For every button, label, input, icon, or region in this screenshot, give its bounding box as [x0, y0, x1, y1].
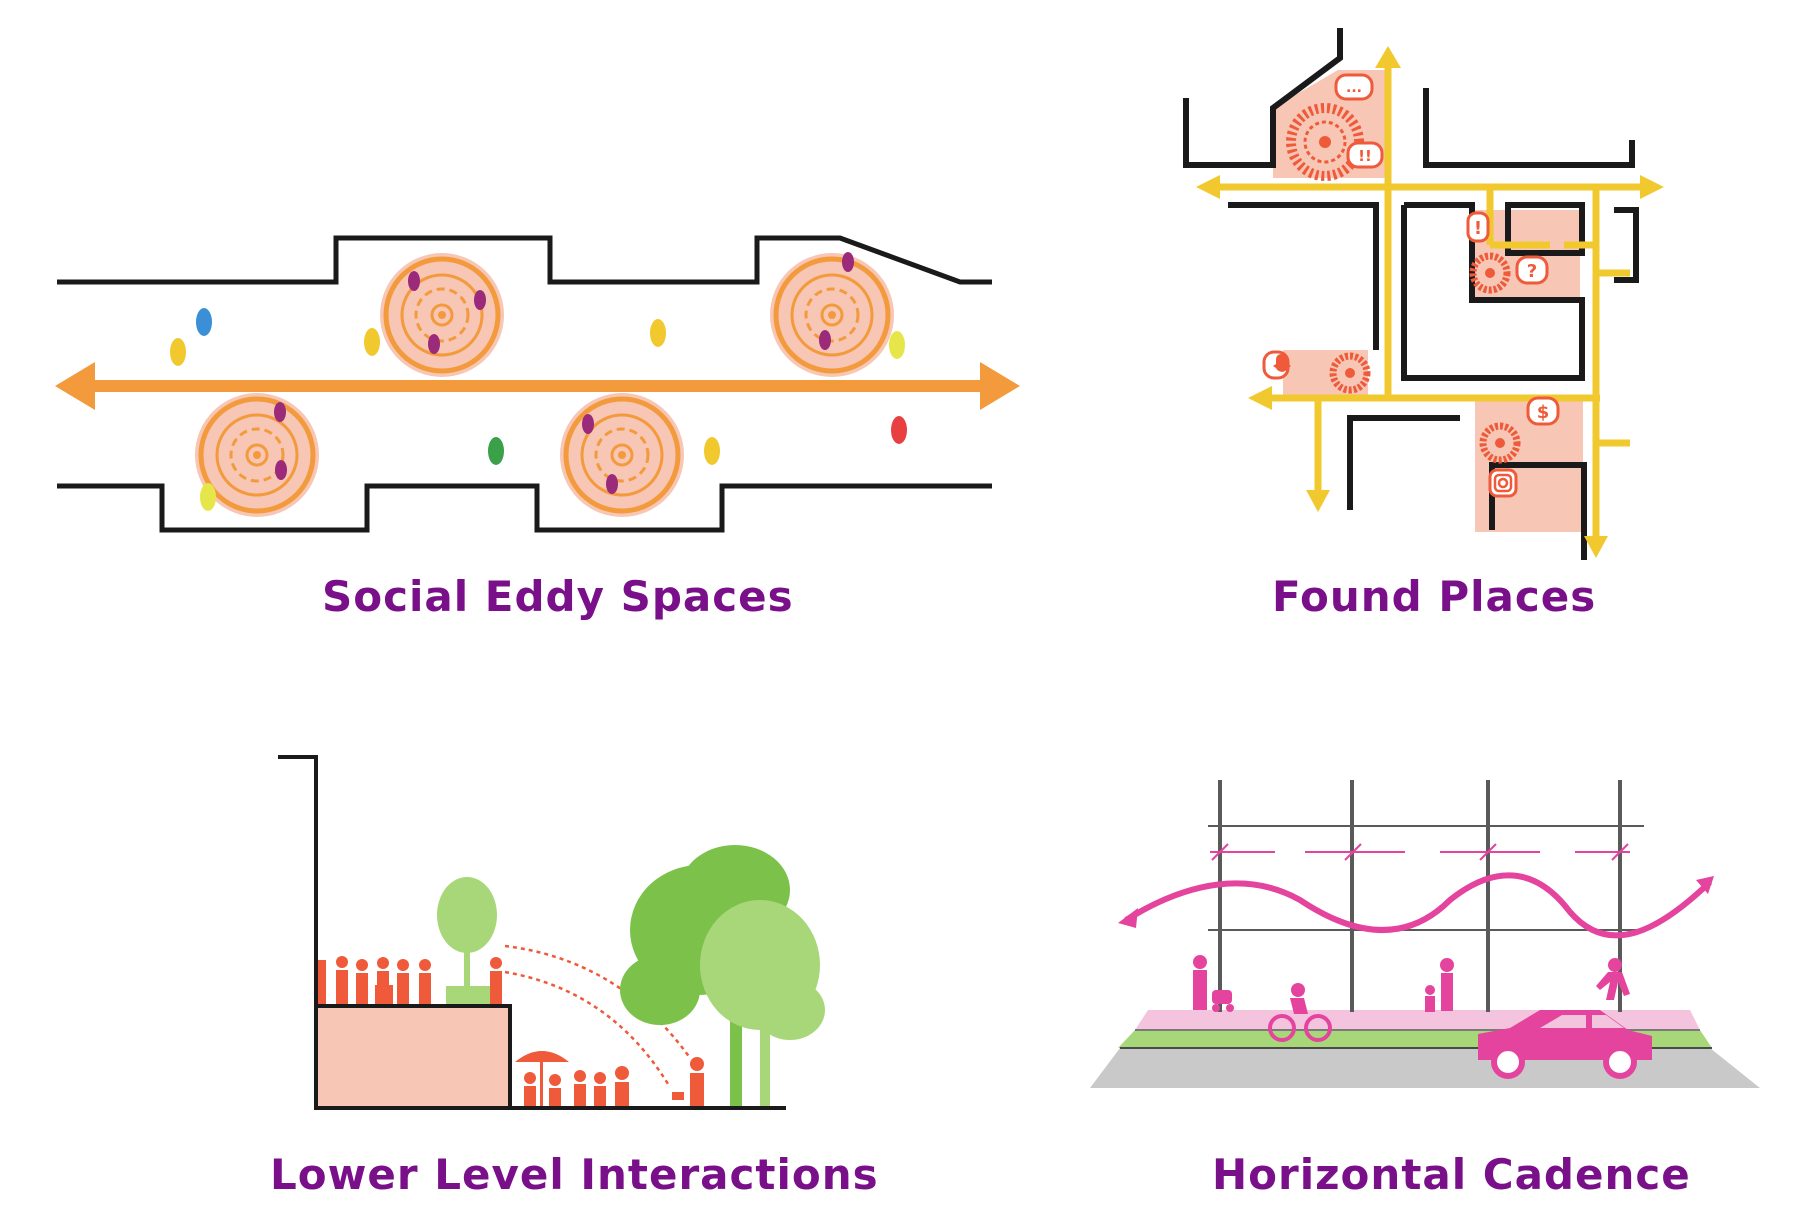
cadence-dashes — [1210, 843, 1630, 861]
building-outline — [278, 755, 786, 1110]
lower-level-block — [318, 1006, 510, 1106]
building-walls — [1183, 28, 1639, 560]
interaction-arrows — [504, 944, 692, 1085]
horizontal-cadence-panel: Horizontal Cadence — [1040, 700, 1800, 1220]
badge-labels: ... !! ! ? $ — [1346, 80, 1549, 423]
instagram-icon — [1493, 473, 1513, 493]
ground-umbrella — [515, 1051, 569, 1106]
eddy-1 — [380, 253, 504, 377]
horizontal-cadence-diagram — [1090, 780, 1760, 1088]
bottom-wall — [57, 483, 992, 533]
lower-level-diagram — [278, 755, 825, 1110]
eddy-4 — [560, 393, 684, 517]
svg-text:?: ? — [1527, 261, 1537, 282]
cyclist-icon — [1268, 983, 1332, 1042]
caption-horizontal-cadence: Horizontal Cadence — [1212, 1150, 1691, 1199]
eddy-3 — [195, 393, 319, 517]
wave-left-head — [1118, 908, 1138, 928]
person-markers — [170, 252, 907, 511]
path-arrowheads — [1196, 46, 1664, 558]
rooftop-people — [318, 956, 502, 1004]
top-wall — [57, 235, 992, 285]
svg-text:...: ... — [1346, 80, 1362, 96]
social-eddy-diagram — [55, 235, 1020, 533]
road-surface — [1090, 1048, 1760, 1088]
beams — [1208, 825, 1644, 931]
flow-arrow-right-head — [980, 362, 1020, 410]
flow-arrow-left-head — [55, 362, 95, 410]
wave-right-head — [1696, 876, 1714, 894]
car-icon — [1478, 1010, 1652, 1079]
svg-text:!: ! — [1474, 218, 1482, 239]
caption-found-places: Found Places — [1272, 572, 1597, 621]
lower-level-panel: Lower Level Interactions — [0, 700, 1040, 1220]
caption-lower-level-interactions: Lower Level Interactions — [270, 1150, 879, 1199]
svg-text:$: $ — [1537, 402, 1550, 423]
street-trees — [620, 845, 825, 1106]
social-eddy-panel: Social Eddy Spaces — [0, 0, 1040, 621]
snapchat-icon — [1273, 354, 1291, 372]
found-places-diagram: ... !! ! ? $ — [1183, 28, 1664, 560]
ground-people — [524, 1057, 704, 1106]
rooftop-tree — [437, 877, 497, 1004]
caption-social-eddy-spaces: Social Eddy Spaces — [322, 572, 794, 621]
found-places-panel: ... !! ! ? $ Found Places — [1130, 0, 1800, 621]
cadence-wave — [1124, 872, 1713, 939]
eddy-2 — [770, 253, 894, 377]
pedestrians — [1193, 955, 1630, 1012]
svg-text:!!: !! — [1358, 147, 1372, 165]
